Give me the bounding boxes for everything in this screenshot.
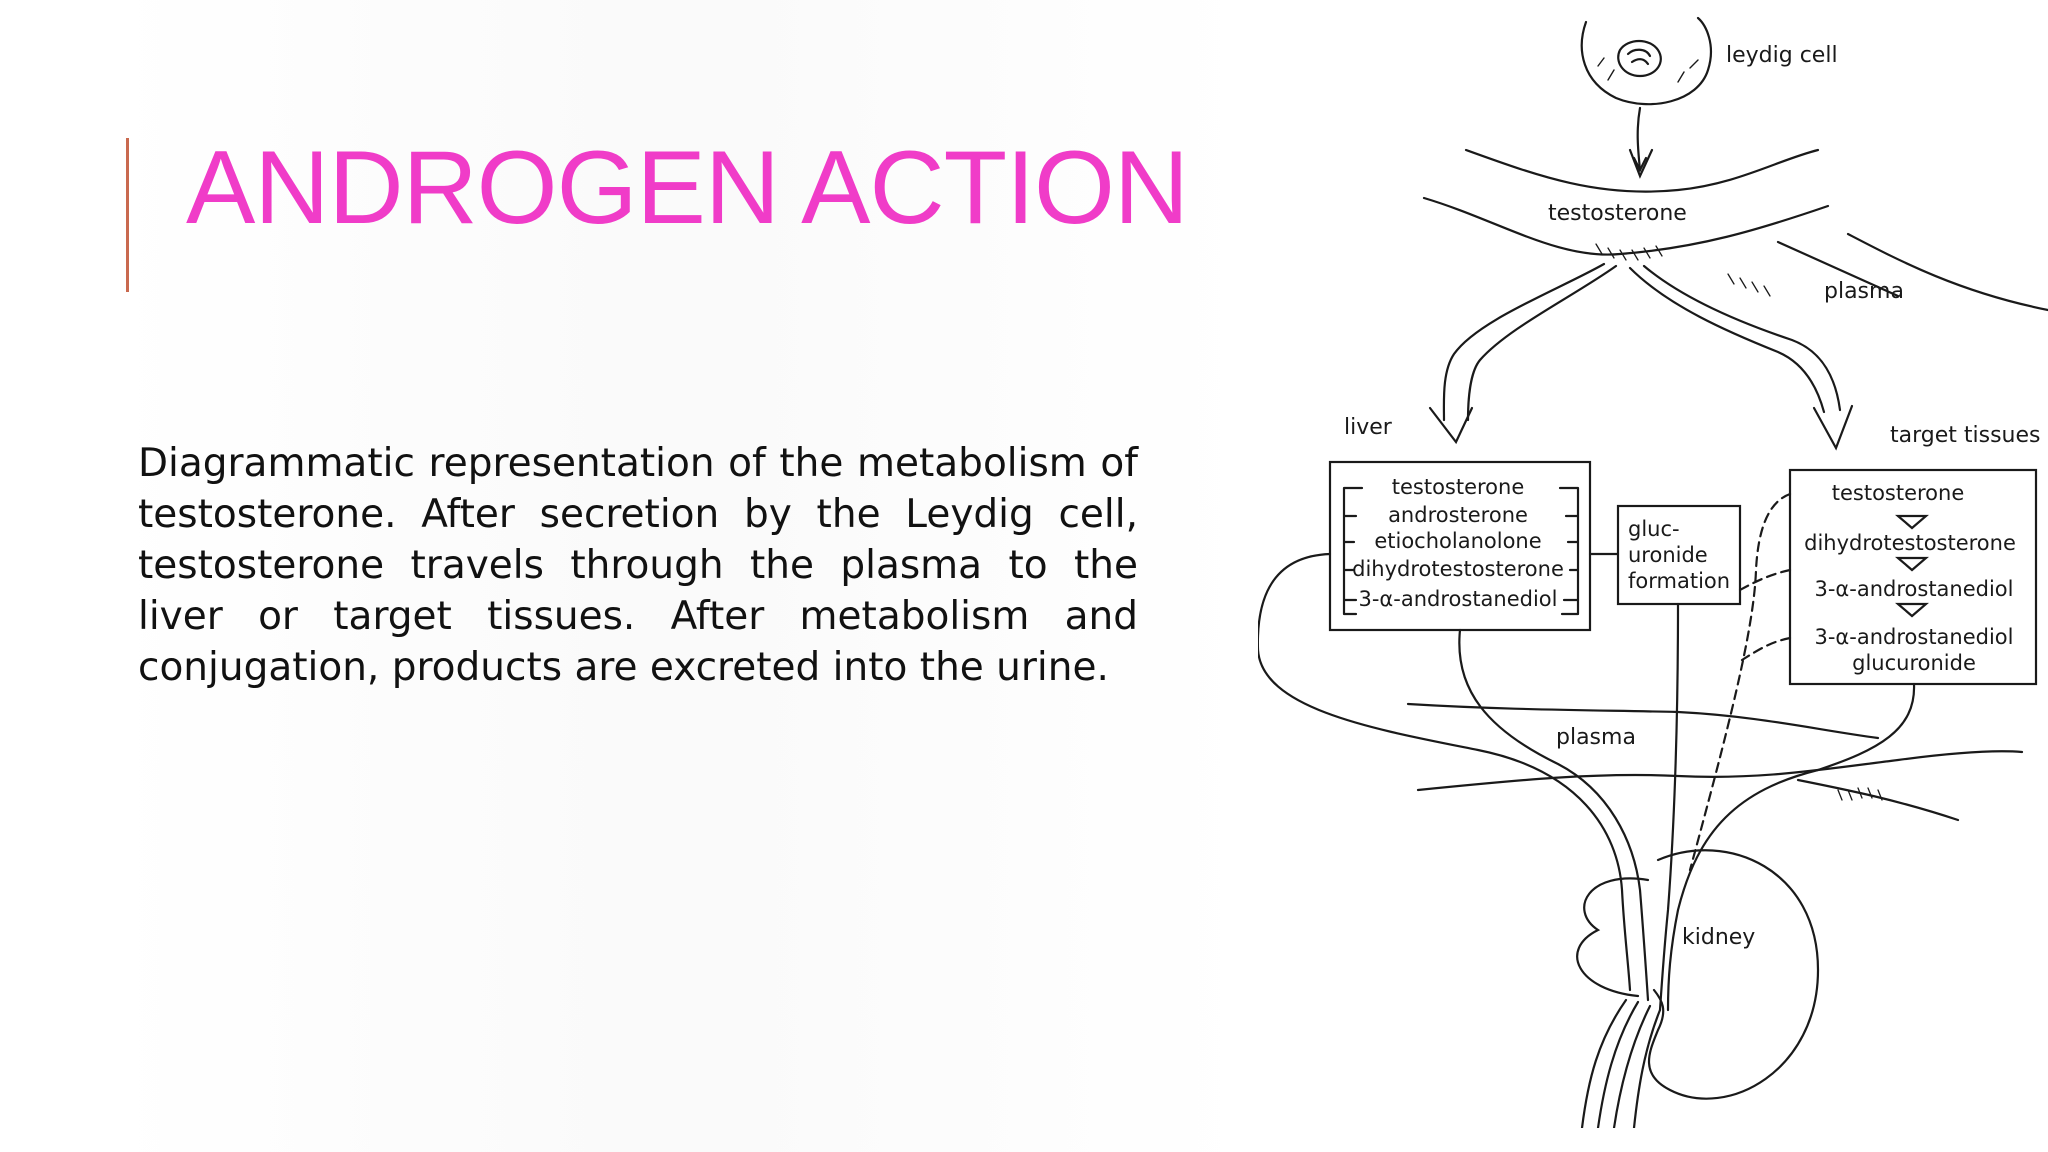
- label-plasma-bottom: plasma: [1556, 725, 1636, 750]
- upper-plasma-vessel: [1422, 148, 2048, 312]
- label-testosterone-top: testosterone: [1548, 201, 1687, 226]
- slide-title: ANDROGEN ACTION: [186, 130, 1189, 246]
- glucuronide-line-1: gluc-: [1628, 517, 1680, 541]
- label-liver: liver: [1344, 415, 1393, 440]
- label-kidney: kidney: [1682, 925, 1755, 950]
- kidney-drawing: [1576, 849, 1820, 1128]
- liver-item-etiocholanolone: etiocholanolone: [1374, 529, 1541, 553]
- liver-item-androstanediol: 3-α-androstanediol: [1358, 587, 1557, 611]
- title-accent-bar: [126, 138, 129, 292]
- glucuronide-line-3: formation: [1628, 569, 1730, 593]
- lower-plasma-vessel: [1406, 702, 2024, 822]
- dashed-pathways: [1688, 492, 1792, 872]
- target-item-androstanediol-2: 3-α-androstanediol: [1814, 625, 2013, 649]
- leydig-cell-drawing: [1580, 16, 1713, 179]
- liver-item-dihydrotestosterone: dihydrotestosterone: [1352, 557, 1564, 581]
- label-leydig-cell: leydig cell: [1726, 43, 1838, 68]
- label-plasma-top: plasma: [1824, 279, 1904, 304]
- description-text: Diagrammatic representation of the metab…: [138, 441, 1138, 690]
- target-item-glucuronide: glucuronide: [1852, 651, 1976, 675]
- label-target-tissues: target tissues: [1890, 423, 2041, 448]
- glucuronide-line-2: uronide: [1628, 543, 1708, 567]
- diagram-svg: leydig cell testosterone plasma liver ta…: [1258, 16, 2048, 1128]
- hollow-arrows: [1428, 262, 1854, 451]
- background-shade: [110, 0, 1250, 1152]
- liver-item-testosterone: testosterone: [1392, 475, 1525, 499]
- target-item-testosterone: testosterone: [1832, 481, 1965, 505]
- liver-item-androsterone: androsterone: [1388, 503, 1528, 527]
- liver-to-kidney-lines: [1258, 552, 1916, 1012]
- metabolism-diagram: leydig cell testosterone plasma liver ta…: [1258, 10, 2048, 1128]
- target-item-androstanediol: 3-α-androstanediol: [1814, 577, 2013, 601]
- target-item-dihydrotestosterone: dihydrotestosterone: [1804, 531, 2016, 555]
